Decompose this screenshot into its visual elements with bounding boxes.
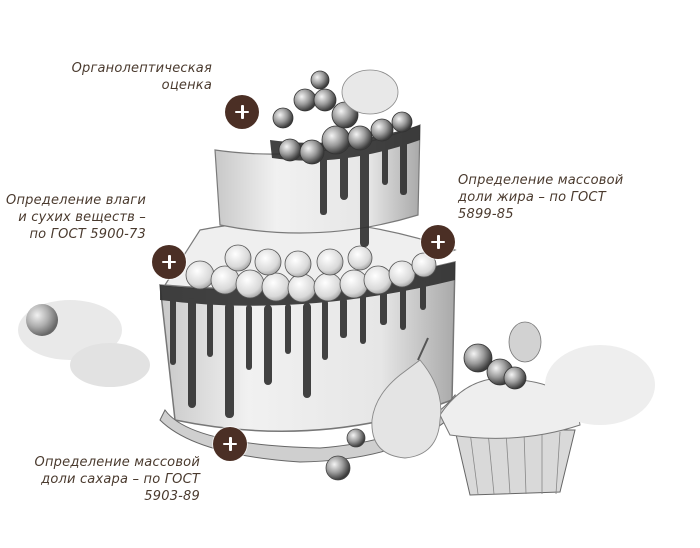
label-line: 5899-85 bbox=[458, 207, 514, 222]
label-line: 5903-89 bbox=[144, 489, 200, 504]
plus-icon bbox=[431, 235, 445, 249]
hotspot-sugar-button[interactable] bbox=[213, 427, 247, 461]
label-line: по ГОСТ 5900-73 bbox=[29, 227, 146, 242]
label-line: Определение массовой bbox=[34, 455, 200, 470]
label-line: Определение влаги bbox=[6, 193, 146, 208]
label-line: оценка bbox=[161, 78, 212, 93]
label-line: доли жира – по ГОСТ bbox=[458, 190, 606, 205]
label-line: доли сахара – по ГОСТ bbox=[41, 472, 200, 487]
plus-icon bbox=[162, 255, 176, 269]
label-line: и сухих веществ – bbox=[18, 210, 146, 225]
plus-icon bbox=[235, 105, 249, 119]
label-moisture: Определение влаги и сухих веществ – по Г… bbox=[0, 192, 146, 243]
label-sugar: Определение массовой доли сахара – по ГО… bbox=[10, 454, 200, 505]
label-organoleptic: Органолептическая оценка bbox=[40, 60, 212, 94]
hotspot-fat-button[interactable] bbox=[421, 225, 455, 259]
plus-icon bbox=[223, 437, 237, 451]
hotspot-organoleptic-button[interactable] bbox=[225, 95, 259, 129]
label-fat: Определение массовой доли жира – по ГОСТ… bbox=[458, 172, 658, 223]
label-line: Органолептическая bbox=[71, 61, 212, 76]
hotspot-moisture-button[interactable] bbox=[152, 245, 186, 279]
label-line: Определение массовой bbox=[458, 173, 624, 188]
